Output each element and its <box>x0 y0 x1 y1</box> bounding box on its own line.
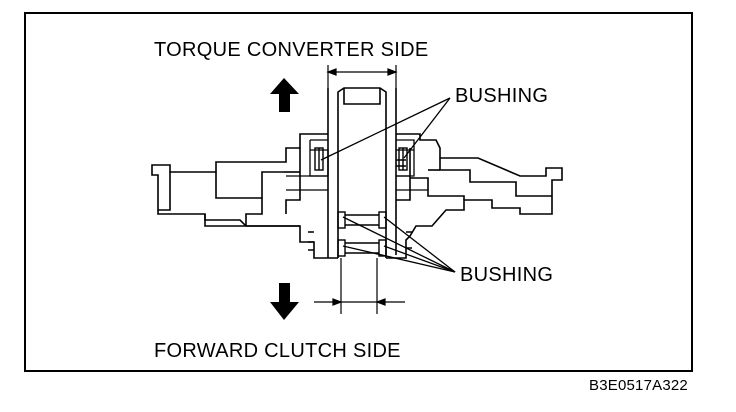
figure-frame <box>24 12 693 372</box>
upper-bushing-leaders <box>320 97 451 161</box>
shaft-bore <box>327 87 397 258</box>
upper-bushing-right <box>398 147 408 171</box>
down-arrow-icon <box>270 283 299 320</box>
housing-inner-detail <box>286 139 428 191</box>
oil-pump-housing-left <box>151 133 338 259</box>
lower-bushing-leaders <box>342 216 456 273</box>
up-arrow-icon <box>270 78 299 112</box>
figure-code: B3E0517A322 <box>589 377 688 394</box>
torque-converter-side-label: TORQUE CONVERTER SIDE <box>154 39 429 61</box>
oil-pump-housing-right <box>386 133 563 259</box>
forward-clutch-side-label: FORWARD CLUTCH SIDE <box>154 340 401 362</box>
top-dimension-line <box>326 65 398 88</box>
lower-bushing-label: BUSHING <box>460 264 554 286</box>
bottom-dimension-line <box>314 258 405 314</box>
upper-bushing-label: BUSHING <box>455 85 549 107</box>
